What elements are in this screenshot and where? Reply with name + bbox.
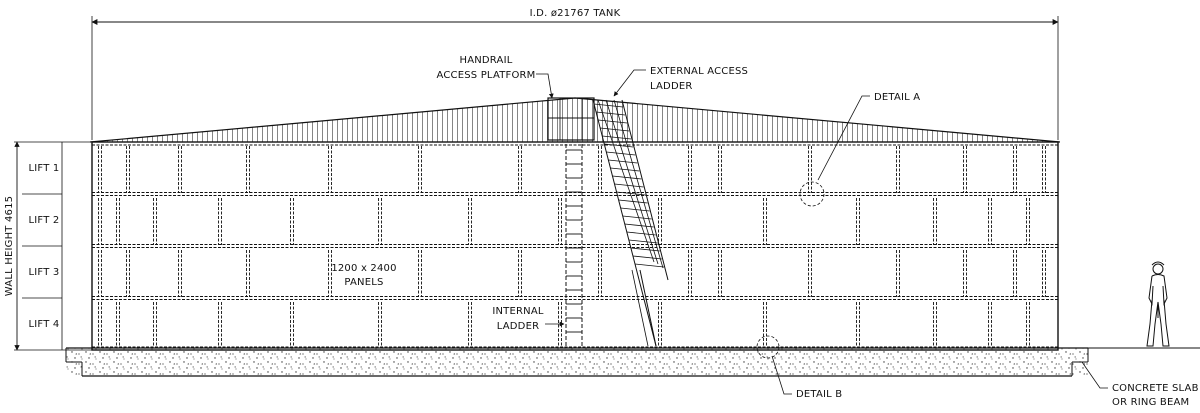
external-ladder-label-line2: LADDER bbox=[650, 81, 693, 92]
cage-hoop bbox=[626, 231, 656, 236]
cage-hoop bbox=[602, 135, 632, 140]
concrete-slab bbox=[65, 347, 1200, 377]
panels-label-line2: PANELS bbox=[344, 277, 383, 288]
cage-hoop bbox=[600, 127, 630, 132]
cage-hoop bbox=[632, 255, 662, 260]
slab-label-line2: OR RING BEAM bbox=[1112, 397, 1189, 408]
lift-2-label: LIFT 2 bbox=[29, 215, 60, 226]
cage-hoop bbox=[610, 167, 640, 172]
concrete-slab-callout: CONCRETE SLAB OR RING BEAM bbox=[1081, 361, 1199, 408]
internal-ladder-callout: INTERNAL LADDER bbox=[492, 306, 565, 332]
cage-hoop bbox=[630, 247, 660, 252]
cage-hoop bbox=[628, 239, 658, 244]
cage-hoop bbox=[618, 199, 648, 204]
cage-hoop bbox=[606, 151, 636, 156]
panels-label-line1: 1200 x 2400 bbox=[331, 263, 396, 274]
external-ladder-callout: EXTERNAL ACCESS LADDER bbox=[613, 66, 748, 97]
cage-hoop bbox=[604, 143, 634, 148]
detail-b-marker bbox=[756, 335, 780, 359]
cage-hoop bbox=[624, 223, 654, 228]
detail-a-label: DETAIL A bbox=[874, 92, 920, 103]
cage-hoop bbox=[612, 175, 642, 180]
cage-hoop bbox=[620, 207, 650, 212]
detail-b-callout: DETAIL B bbox=[756, 335, 842, 400]
external-ladder-label-line1: EXTERNAL ACCESS bbox=[650, 66, 748, 77]
slab-label-line1: CONCRETE SLAB bbox=[1112, 383, 1199, 394]
cage-hoop bbox=[634, 263, 664, 268]
cage-hoop bbox=[598, 119, 628, 124]
handrail-label-line2: ACCESS PLATFORM bbox=[436, 70, 535, 81]
handrail-label-line1: HANDRAIL bbox=[459, 55, 512, 66]
handrail-callout: HANDRAIL ACCESS PLATFORM bbox=[436, 55, 554, 99]
lift-3-label: LIFT 3 bbox=[29, 267, 60, 278]
lift-1-label: LIFT 1 bbox=[29, 163, 60, 174]
cage-hoop bbox=[593, 103, 624, 108]
person-figure-icon bbox=[1146, 261, 1170, 347]
handrail-access-platform bbox=[547, 97, 595, 141]
tank-roof bbox=[89, 97, 1061, 143]
internal-ladder-label-line2: LADDER bbox=[497, 321, 540, 332]
cage-hoop bbox=[608, 159, 638, 164]
external-access-ladder bbox=[592, 99, 669, 347]
internal-ladder bbox=[565, 144, 583, 346]
cage-hoop bbox=[596, 111, 626, 116]
wall-height-label: WALL HEIGHT 4615 bbox=[4, 196, 15, 297]
tank-wall bbox=[91, 141, 1059, 351]
cage-hoop bbox=[622, 215, 652, 220]
tank-title: I.D. ø21767 TANK bbox=[530, 8, 621, 19]
cage-hoop bbox=[614, 183, 644, 188]
lift-4-label: LIFT 4 bbox=[29, 319, 60, 330]
detail-a-marker bbox=[799, 181, 825, 207]
diameter-dimension: I.D. ø21767 TANK bbox=[91, 8, 1059, 140]
internal-ladder-label-line1: INTERNAL bbox=[492, 306, 544, 317]
cage-hoop bbox=[616, 191, 646, 196]
detail-b-label: DETAIL B bbox=[796, 389, 842, 400]
detail-a-callout: DETAIL A bbox=[799, 92, 920, 207]
wall-height-dimension: WALL HEIGHT 4615 LIFT 1 LIFT 2 LIFT 3 LI… bbox=[4, 141, 92, 351]
panels-note: 1200 x 2400 PANELS bbox=[331, 263, 396, 288]
